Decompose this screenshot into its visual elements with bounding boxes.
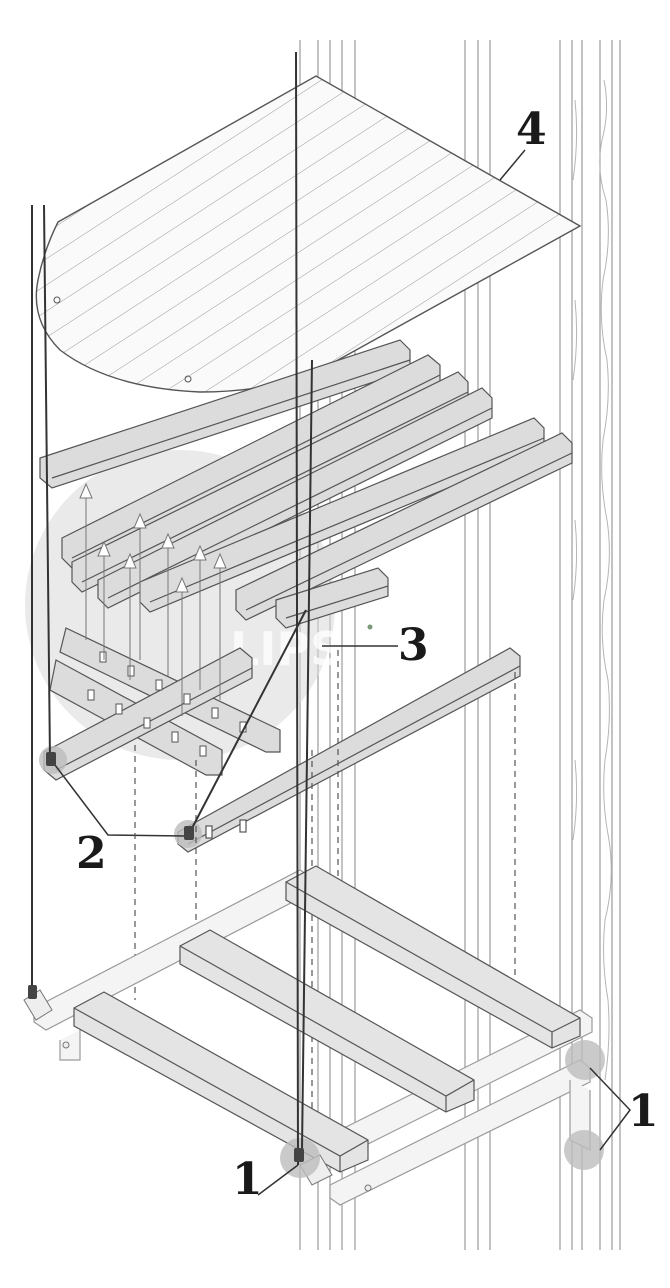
callout-3: 3: [398, 620, 429, 671]
callout-4: 4: [516, 104, 547, 155]
callout-2: 2: [76, 828, 107, 879]
side-rail: [177, 647, 521, 853]
suspension-cables: [31, 51, 313, 1166]
highlight-1-right-top: [565, 1040, 605, 1080]
leaders-2: [54, 764, 186, 837]
cable-clamps: [28, 752, 304, 1162]
lower-joists: [73, 865, 581, 1173]
callout-1-left: 1: [232, 1154, 263, 1205]
leader-4: [499, 149, 526, 181]
highlight-1-right-bottom: [564, 1130, 604, 1170]
marker-dot: [367, 624, 373, 630]
callout-1-right: 1: [628, 1086, 659, 1137]
wall-bark-texture: [572, 79, 612, 1081]
round-platform: [35, 75, 582, 393]
assembly-arrows: [79, 482, 227, 716]
leaders-1: [257, 1067, 631, 1196]
